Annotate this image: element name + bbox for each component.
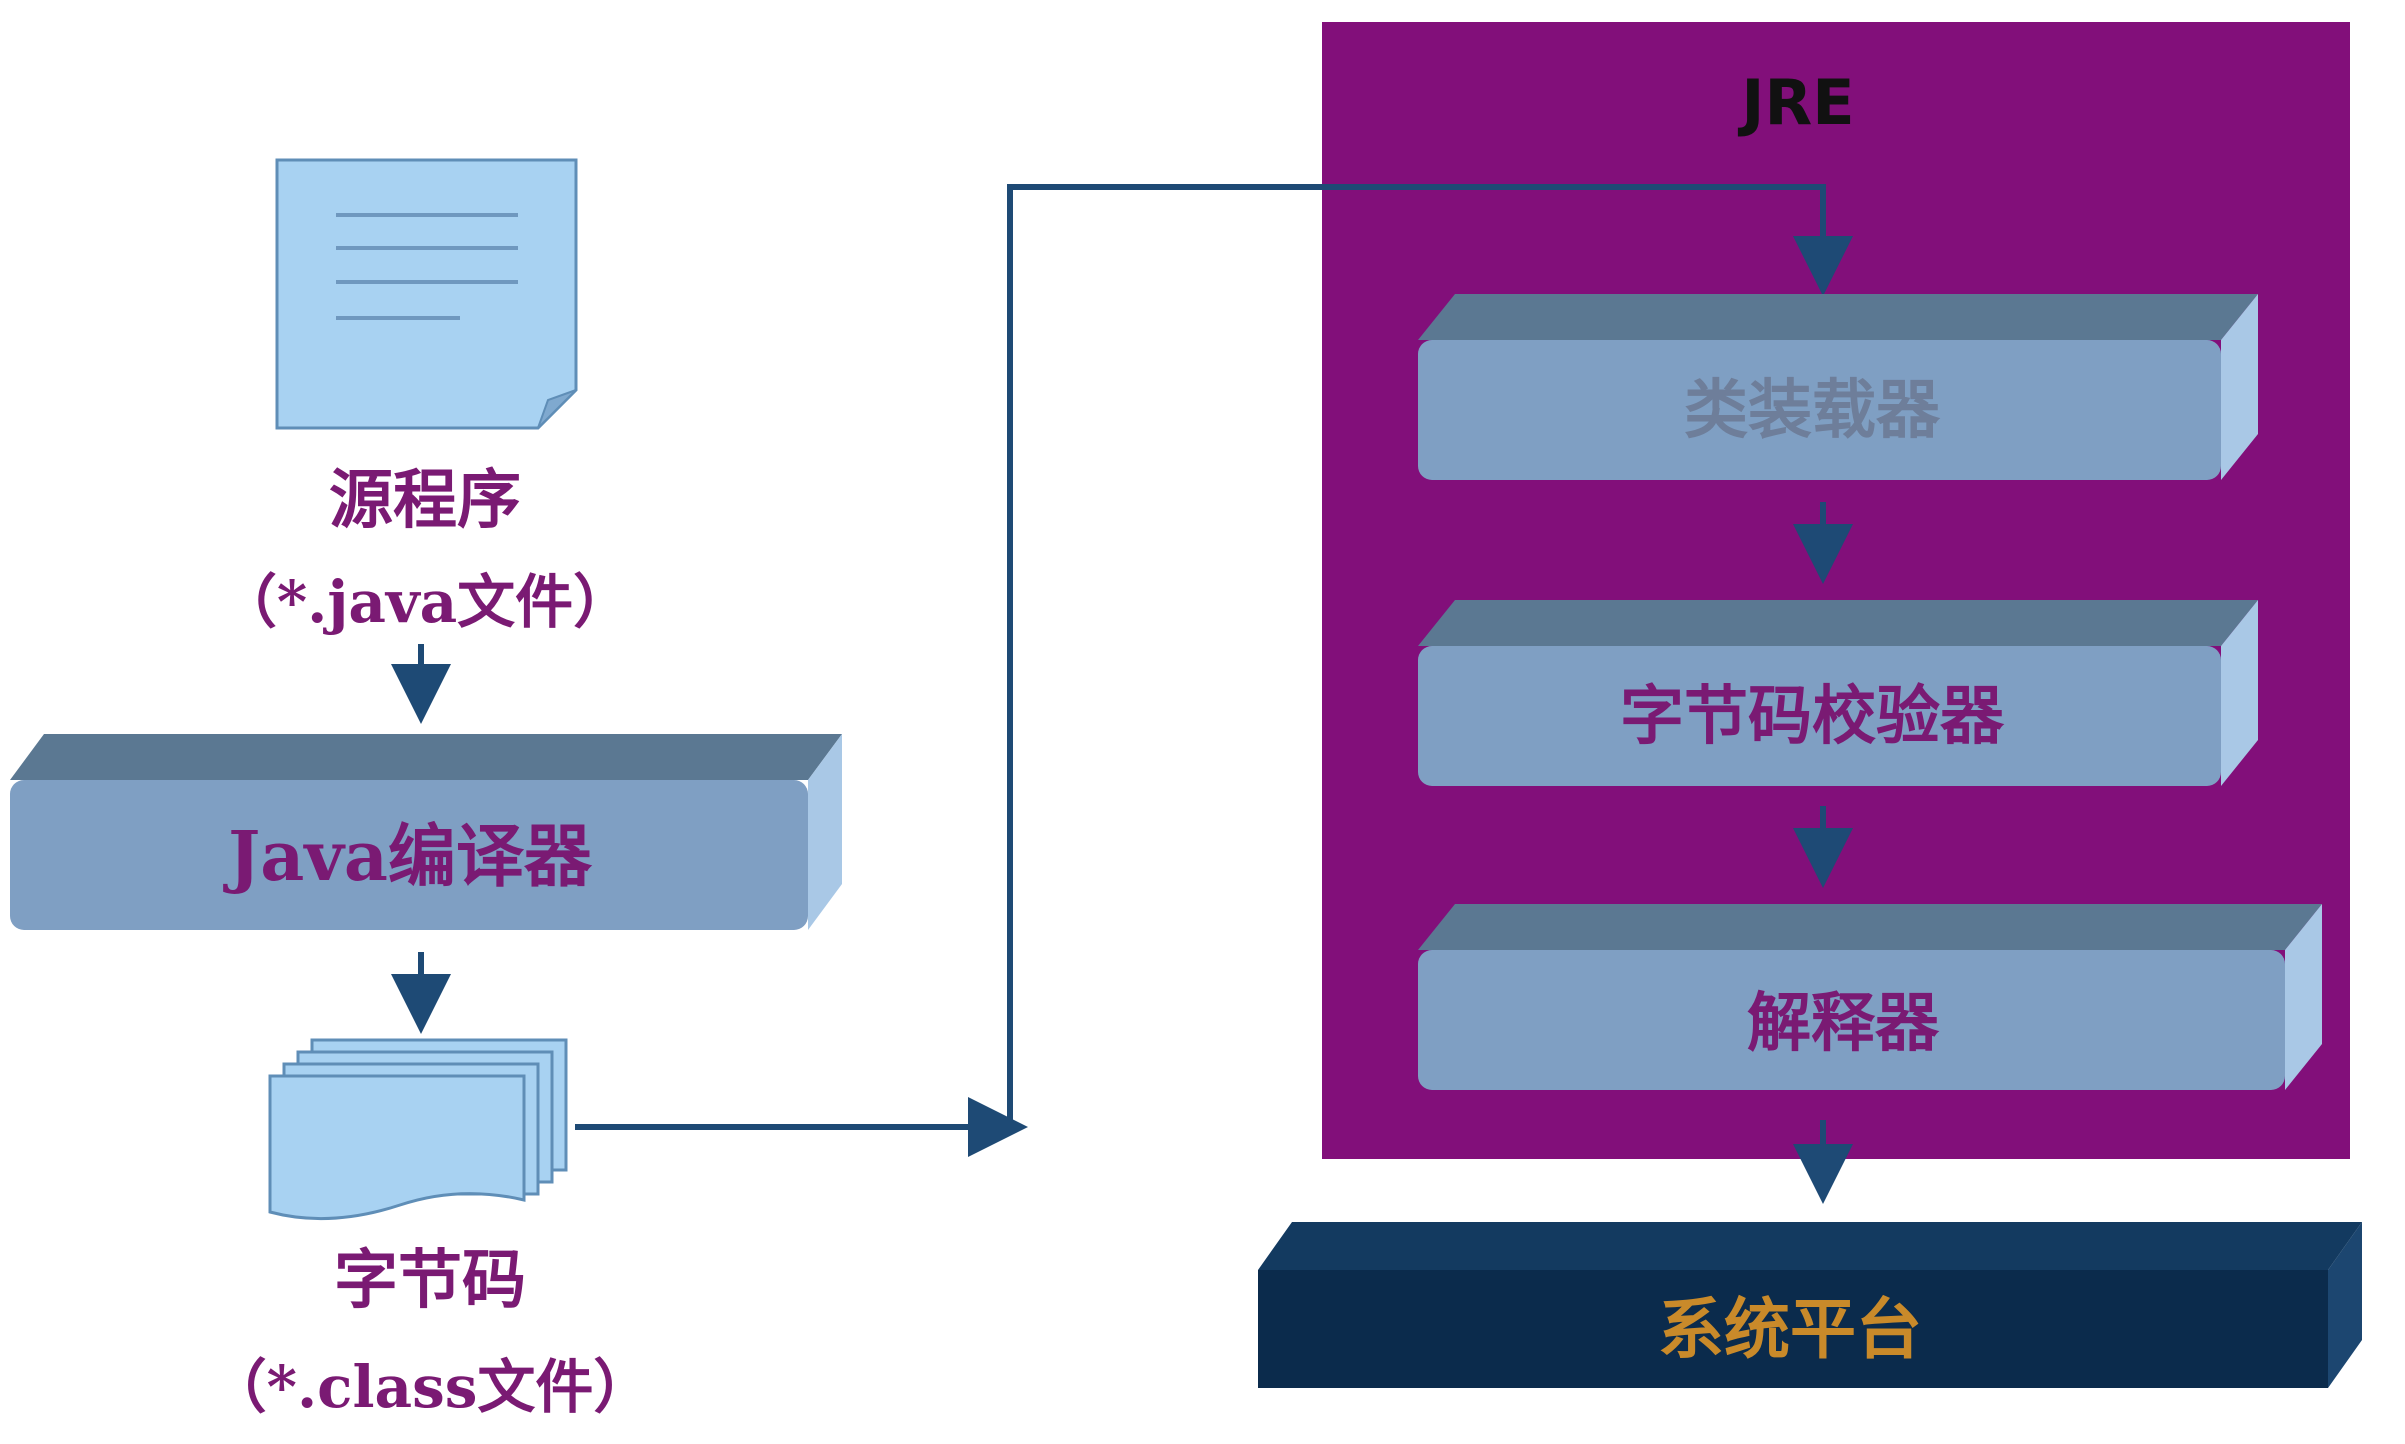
class-loader-block: [1418, 294, 2258, 480]
verifier-block: [1418, 600, 2258, 786]
bytecode-title: 字节码: [334, 1243, 526, 1318]
class-loader-label: 类装载器: [1684, 373, 1941, 448]
source-title: 源程序: [329, 463, 521, 538]
platform-block: [1258, 1222, 2362, 1388]
document-icon: [275, 158, 578, 430]
bytecode-subtitle: （*.class文件）: [209, 1353, 652, 1421]
connector-up-to-loader: [1007, 184, 1853, 1130]
platform-label: 系统平台: [1658, 1290, 1922, 1368]
source-subtitle: （*.java文件）: [219, 568, 631, 636]
verifier-label: 字节码校验器: [1620, 679, 2005, 754]
jre-title: JRE: [1737, 66, 1854, 139]
compiler-label: Java编译器: [223, 817, 593, 897]
compiler-block: [10, 734, 842, 930]
document-stack-icon: [268, 1038, 568, 1221]
interpreter-label: 解释器: [1747, 986, 1940, 1061]
interpreter-block: [1418, 904, 2322, 1090]
